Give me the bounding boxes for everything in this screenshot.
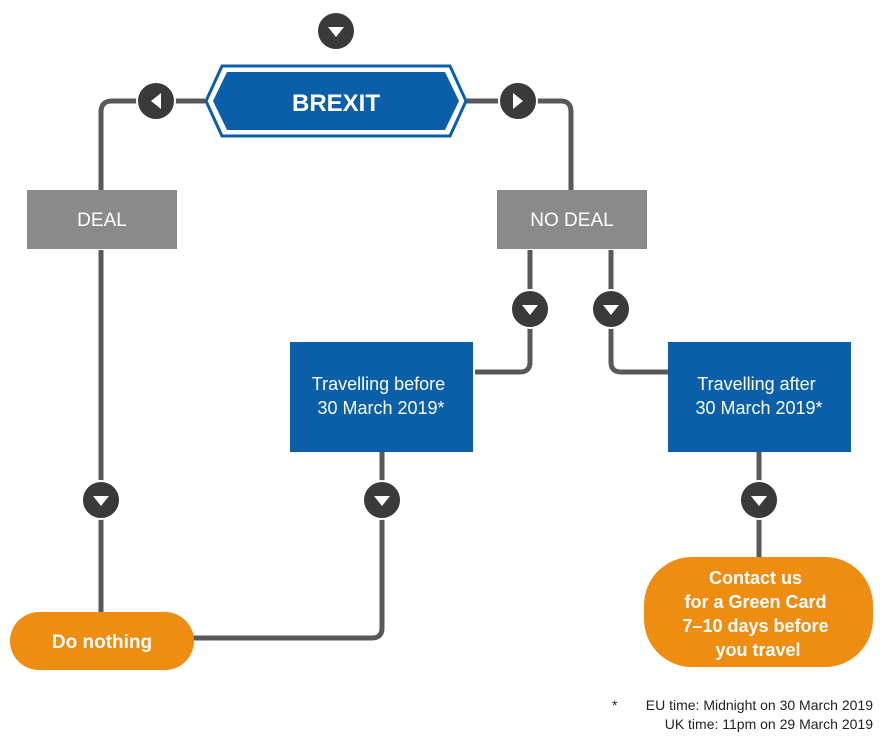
- contact-line-4: you travel: [715, 640, 800, 660]
- brexit-node: BREXIT: [204, 64, 468, 138]
- travel-after-label: Travelling after 30 March 2019*: [695, 374, 822, 418]
- contact-box: [644, 557, 873, 667]
- travel-before-node: Travelling before 30 March 2019*: [290, 342, 473, 452]
- contact-node: Contact us for a Green Card 7–10 days be…: [644, 557, 873, 667]
- travel-before-line-1: Travelling before: [312, 374, 445, 394]
- travel-before-line-2: 30 March 2019*: [317, 398, 444, 418]
- chevron-down-icon: [739, 480, 779, 520]
- do-nothing-label: Do nothing: [52, 632, 152, 653]
- travel-after-box: [668, 342, 851, 452]
- chevron-down-icon: [591, 289, 631, 329]
- do-nothing-box: [10, 612, 194, 670]
- connector-no-deal-to-travel-before: [475, 250, 533, 375]
- chevron-left-icon: [136, 81, 176, 121]
- travel-after-line-1: Travelling after: [697, 374, 815, 394]
- chevron-down-icon: [316, 11, 356, 51]
- deal-box: [27, 190, 177, 249]
- contact-line-2: for a Green Card: [684, 592, 826, 612]
- chevron-down-icon: [362, 480, 402, 520]
- deal-node: DEAL: [27, 190, 177, 249]
- chevron-down-icon: [510, 289, 550, 329]
- travel-after-node: Travelling after 30 March 2019*: [668, 342, 851, 452]
- connector-travel-before-to-do-nothing: [185, 452, 385, 641]
- connector-brexit-to-deal: [98, 98, 205, 190]
- brexit-title: BREXIT: [292, 90, 380, 117]
- no-deal-node: NO DEAL: [497, 190, 647, 249]
- no-deal-label: NO DEAL: [530, 210, 613, 231]
- travel-before-label: Travelling before 30 March 2019*: [312, 374, 450, 418]
- connectors: [98, 98, 762, 641]
- contact-line-1: Contact us: [709, 568, 802, 588]
- connector-no-deal-to-travel-after: [608, 250, 668, 375]
- footnote-marker: *: [612, 697, 618, 713]
- chevron-down-icon: [81, 480, 121, 520]
- connector-brexit-to-no-deal: [466, 98, 574, 190]
- no-deal-box: [497, 190, 647, 249]
- contact-label: Contact us for a Green Card 7–10 days be…: [682, 568, 833, 660]
- chevron-right-icon: [498, 81, 538, 121]
- brexit-inner-fill: [213, 72, 459, 130]
- do-nothing-node: Do nothing: [10, 612, 194, 670]
- travel-before-box: [290, 342, 473, 452]
- footnote-line-1: EU time: Midnight on 30 March 2019: [646, 697, 873, 713]
- footnote: * EU time: Midnight on 30 March 2019 UK …: [612, 697, 873, 732]
- contact-line-3: 7–10 days before: [682, 616, 828, 636]
- footnote-line-2: UK time: 11pm on 29 March 2019: [665, 716, 874, 732]
- travel-after-line-2: 30 March 2019*: [695, 398, 822, 418]
- deal-label: DEAL: [77, 210, 127, 231]
